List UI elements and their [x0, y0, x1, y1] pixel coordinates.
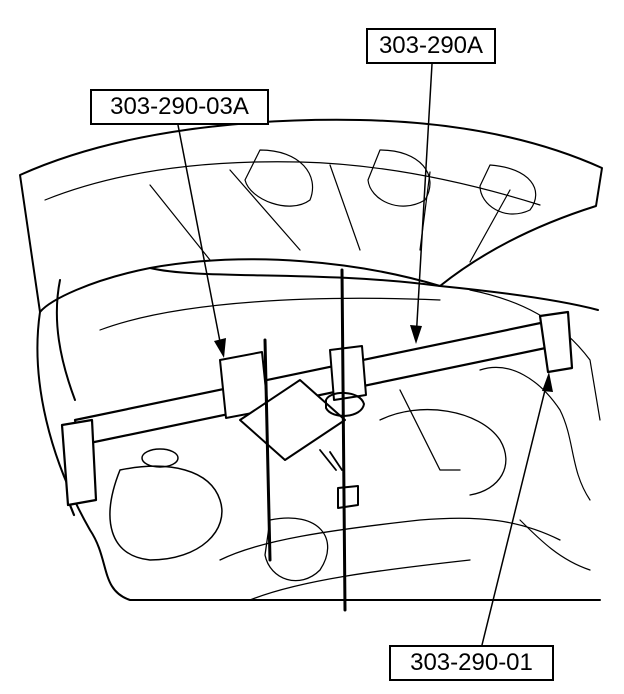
- support-bar: [60, 310, 574, 517]
- adapter-bracket: [219, 338, 367, 562]
- callout-support-leg: 303-290-01: [389, 645, 554, 681]
- hook-rod: [319, 268, 365, 612]
- callout-main-tool: 303-290A: [366, 28, 496, 64]
- callout-adapter-label: 303-290-03A: [110, 93, 249, 120]
- arrow-heads: [214, 325, 553, 392]
- callout-support-leg-label: 303-290-01: [410, 649, 533, 676]
- leader-lines: [177, 63, 549, 646]
- hood-outline: [19, 118, 603, 313]
- callout-main-tool-label: 303-290A: [378, 32, 484, 59]
- callout-adapter: 303-290-03A: [90, 89, 269, 125]
